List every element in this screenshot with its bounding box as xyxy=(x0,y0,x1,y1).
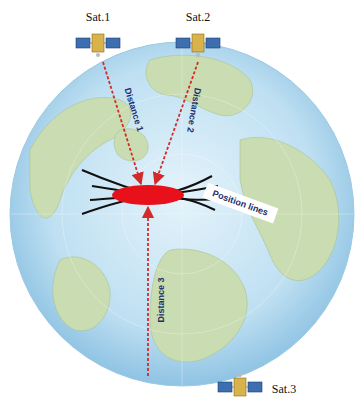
distance-label: Distance 3 xyxy=(157,277,167,322)
globe xyxy=(10,42,354,386)
distance-arrow xyxy=(103,62,198,376)
satellite-icon xyxy=(218,373,262,396)
satellite-icon xyxy=(176,34,220,57)
position-line xyxy=(82,170,218,214)
satellite-name: Sat.2 xyxy=(186,11,210,24)
satellite-name: Sat.1 xyxy=(86,11,110,24)
graticule xyxy=(10,42,354,386)
landmass xyxy=(30,55,339,362)
position-area xyxy=(112,185,184,205)
satellite-icon xyxy=(76,34,120,57)
satellite-name: Sat.3 xyxy=(272,383,296,396)
